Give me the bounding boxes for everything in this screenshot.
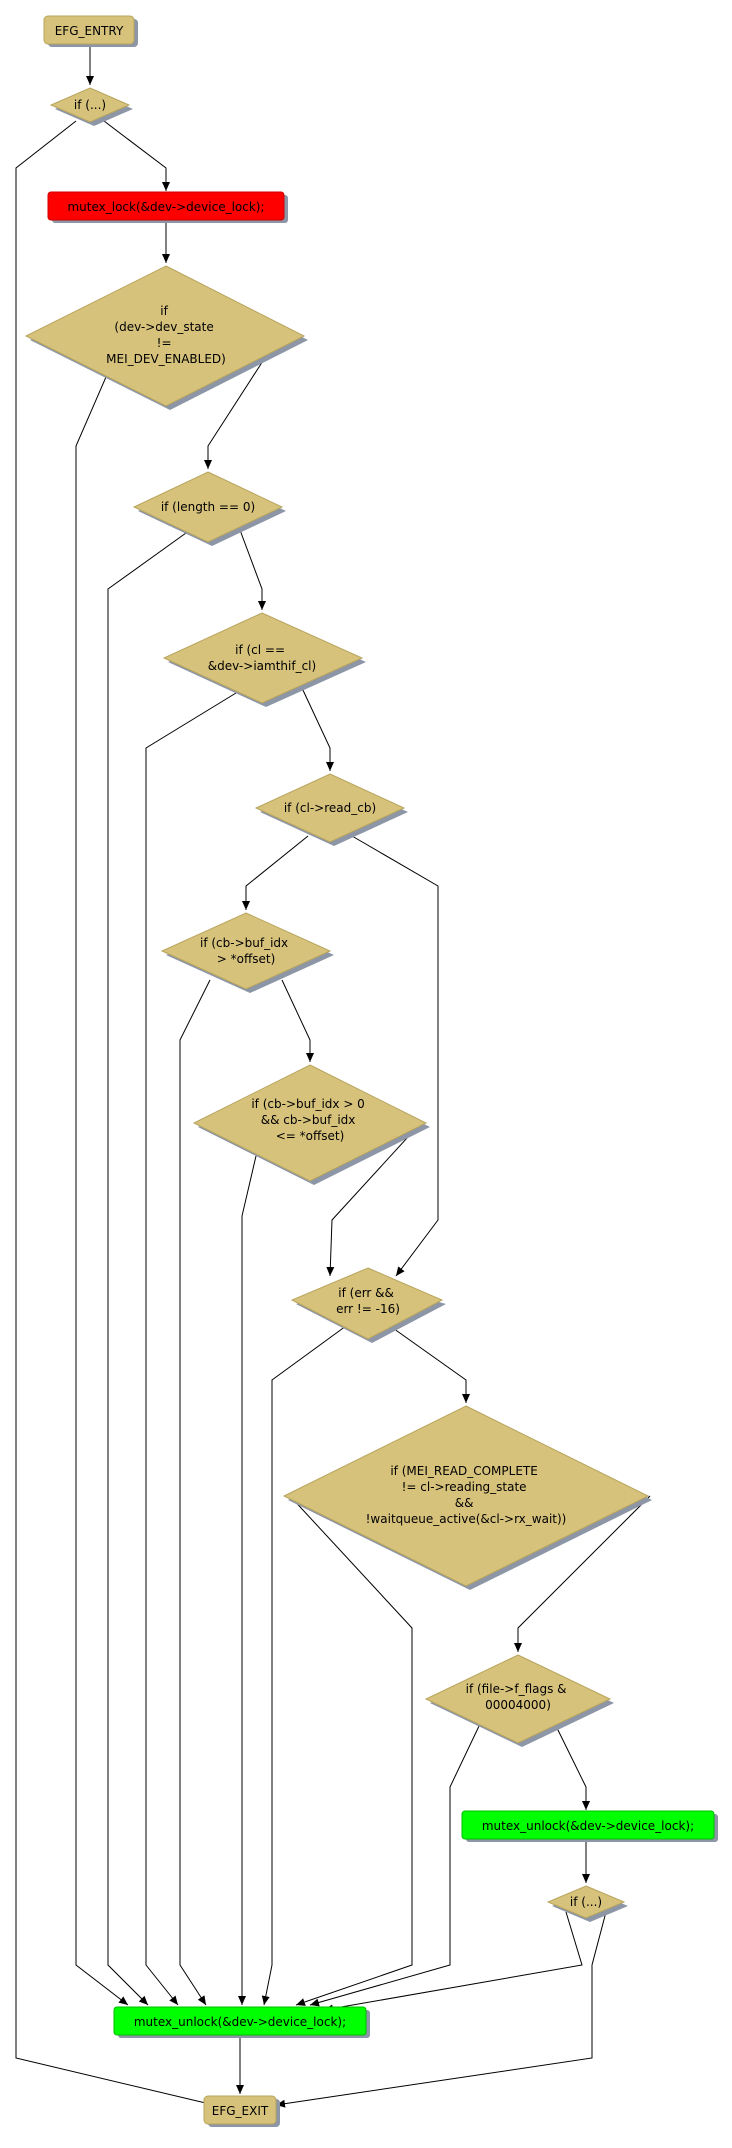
if-err-text: if (err && err != -16) (336, 1286, 400, 1316)
node-if-buf-idx-range[interactable]: if (cb->buf_idx > 0 && cb->buf_idx <= *o… (192, 1064, 430, 1185)
edge-cl-to-readcb (301, 687, 334, 771)
edge-err-to-readcomplete (389, 1325, 470, 1403)
edge-bufidx-to-range (281, 979, 314, 1062)
edge-fflags-to-unlockright (555, 1725, 590, 1810)
edge-devstate-to-length (204, 349, 271, 469)
nodes: EFG_ENTRY if (...) mutex_lock(&dev->devi… (24, 15, 718, 2127)
if-unknown-2-label: if (...) (570, 1895, 602, 1909)
if-f-flags-line-2: 00004000) (485, 1698, 551, 1712)
edge-err-to-unlock (261, 1325, 347, 2006)
node-efg-exit[interactable]: EFG_EXIT (203, 2095, 280, 2127)
if-unknown-1-label: if (...) (74, 98, 106, 112)
if-buf-idx-gt-line-1: if (cb->buf_idx (200, 936, 288, 950)
node-mutex-lock[interactable]: mutex_lock(&dev->device_lock); (47, 191, 288, 223)
node-if-err[interactable]: if (err && err != -16) (290, 1267, 446, 1343)
if-buf-idx-gt-text: if (cb->buf_idx > *offset) (200, 936, 292, 966)
mutex-unlock-main-label: mutex_unlock(&dev->device_lock); (134, 2015, 346, 2029)
node-if-buf-idx-gt[interactable]: if (cb->buf_idx > *offset) (160, 912, 334, 993)
if-read-complete-text: if (MEI_READ_COMPLETE != cl->reading_sta… (366, 1464, 567, 1526)
if-buf-idx-range-line-2: && cb->buf_idx (261, 1113, 356, 1127)
edge-length-to-unlock (107, 532, 187, 2006)
if-cl-iamthif-line-1: if (cl == (235, 643, 285, 657)
if-buf-idx-range-text: if (cb->buf_idx > 0 && cb->buf_idx <= *o… (251, 1097, 368, 1143)
if-dev-state-line-4: MEI_DEV_ENABLED) (106, 352, 226, 366)
edge-range-to-unlock (238, 1155, 257, 2005)
node-mutex-unlock-main[interactable]: mutex_unlock(&dev->device_lock); (113, 2006, 370, 2038)
edge-devstate-to-unlock (75, 376, 129, 2006)
node-if-unknown-1[interactable]: if (...) (49, 87, 133, 126)
if-buf-idx-gt-line-2: > *offset) (217, 952, 276, 966)
if-read-complete-line-1: if (MEI_READ_COMPLETE (390, 1464, 538, 1478)
node-mutex-unlock-right[interactable]: mutex_unlock(&dev->device_lock); (461, 1810, 718, 1842)
node-if-dev-state[interactable]: if (dev->dev_state != MEI_DEV_ENABLED) (24, 265, 308, 410)
if-f-flags-line-1: if (file->f_flags & (466, 1682, 567, 1696)
if-dev-state-line-1: if (160, 304, 168, 318)
if-f-flags-text: if (file->f_flags & 00004000) (466, 1682, 571, 1712)
if-buf-idx-range-line-1: if (cb->buf_idx > 0 (251, 1097, 364, 1111)
edge-length-to-cl (239, 529, 266, 610)
if-dev-state-line-2: (dev->dev_state (114, 320, 213, 334)
edge-readcomplete-to-unlock (289, 1495, 413, 2006)
if-read-complete-line-2: != cl->reading_state (402, 1480, 527, 1494)
edge-bufidx-to-unlock (179, 979, 211, 2006)
edge-if1-to-lock (103, 120, 170, 191)
if-cl-iamthif-text: if (cl == &dev->iamthif_cl) (208, 643, 316, 673)
node-efg-entry[interactable]: EFG_ENTRY (43, 15, 138, 47)
node-if-read-cb[interactable]: if (cl->read_cb) (254, 773, 408, 846)
edge-if2-to-unlock (323, 1911, 583, 2013)
mutex-lock-label: mutex_lock(&dev->device_lock); (67, 200, 264, 214)
edge-range-to-err (326, 1125, 419, 1277)
if-err-line-1: if (err && (338, 1286, 394, 1300)
if-read-complete-line-4: !waitqueue_active(&cl->rx_wait)) (366, 1512, 567, 1526)
node-if-f-flags[interactable]: if (file->f_flags & 00004000) (424, 1654, 614, 1747)
edge-readcb-to-err (351, 835, 439, 1277)
node-if-length[interactable]: if (length == 0) (132, 471, 286, 546)
if-err-line-2: err != -16) (336, 1302, 400, 1316)
edges (15, 44, 651, 2108)
efg-entry-label: EFG_ENTRY (55, 24, 124, 38)
edge-readcomplete-to-fflags (514, 1495, 651, 1652)
if-buf-idx-range-line-3: <= *offset) (276, 1129, 345, 1143)
if-read-complete-line-3: && (455, 1496, 474, 1510)
node-if-read-complete[interactable]: if (MEI_READ_COMPLETE != cl->reading_sta… (282, 1405, 652, 1590)
edge-cl-to-unlock (145, 692, 237, 2006)
node-if-unknown-2[interactable]: if (...) (546, 1885, 628, 1922)
efg-exit-label: EFG_EXIT (212, 2104, 269, 2118)
edge-fflags-to-unlock (309, 1723, 481, 2007)
edge-if2-to-exit (275, 1911, 607, 2108)
if-dev-state-line-3: != (157, 336, 172, 350)
if-cl-iamthif-line-2: &dev->iamthif_cl) (208, 659, 316, 673)
edge-readcb-to-bufidx (242, 835, 309, 910)
mutex-unlock-right-label: mutex_unlock(&dev->device_lock); (482, 1819, 694, 1833)
if-read-cb-label: if (cl->read_cb) (284, 801, 376, 815)
if-dev-state-text: if (dev->dev_state != MEI_DEV_ENABLED) (106, 304, 226, 366)
edge-if1-to-exit (15, 120, 215, 2107)
node-if-cl-iamthif[interactable]: if (cl == &dev->iamthif_cl) (162, 612, 366, 707)
if-length-label: if (length == 0) (161, 500, 255, 514)
